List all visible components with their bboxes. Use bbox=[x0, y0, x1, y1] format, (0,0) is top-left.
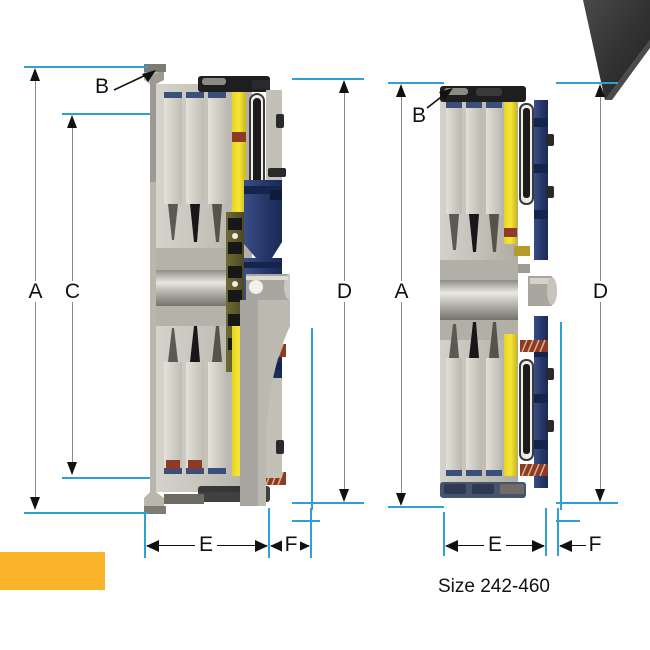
right-dim-F-label: F bbox=[586, 534, 604, 555]
right-dim-A-ext-bottom bbox=[388, 506, 444, 508]
left-dim-A-ext-bottom bbox=[24, 512, 149, 514]
left-dim-F-label: F bbox=[282, 534, 300, 555]
left-dim-C-ext-bottom bbox=[62, 477, 150, 479]
left-dim-A-ext-top bbox=[24, 66, 149, 68]
left-dim-E-arrow-right bbox=[255, 540, 268, 552]
right-dim-B-label: B bbox=[412, 104, 427, 127]
left-dim-A-arrow-top bbox=[30, 68, 40, 81]
right-dim-D-ext-top bbox=[556, 82, 618, 84]
left-dim-D-ext-bottom bbox=[292, 502, 364, 504]
left-dim-C-arrow-top bbox=[67, 115, 77, 128]
right-dim-E-arrow-right bbox=[532, 540, 545, 552]
left-assembly-artwork bbox=[140, 62, 290, 514]
left-dim-C-arrow-bottom bbox=[67, 462, 77, 475]
left-dim-F-ext-cap bbox=[292, 520, 320, 522]
right-dim-D-ext-vert bbox=[560, 322, 562, 510]
left-dim-C-ext-top bbox=[62, 113, 150, 115]
right-dim-A-label: A bbox=[391, 281, 412, 302]
size-label: Size 242-460 bbox=[438, 576, 550, 597]
left-dim-E-label: E bbox=[195, 534, 217, 555]
right-dim-F-arrow-left bbox=[559, 540, 572, 552]
left-dim-E-arrow-left bbox=[146, 540, 159, 552]
right-assembly-artwork bbox=[438, 78, 558, 510]
left-dim-F-arrow-left bbox=[270, 540, 283, 552]
left-dim-B-label: B bbox=[95, 75, 110, 98]
left-dim-D-ext-top bbox=[292, 78, 364, 80]
left-dim-B-leader bbox=[113, 70, 156, 91]
right-dim-A-arrow-bottom bbox=[396, 493, 406, 506]
left-dim-F-ext-right bbox=[310, 508, 312, 558]
left-dim-D-ext-vert bbox=[311, 328, 313, 510]
right-dim-B-leader bbox=[426, 88, 453, 109]
left-dim-D-label: D bbox=[334, 281, 355, 302]
dark-corner-wedge bbox=[575, 0, 650, 100]
right-dim-F-ext-left bbox=[557, 508, 559, 556]
right-dim-F-ext-cap bbox=[556, 520, 580, 522]
right-dim-D-ext-bottom bbox=[556, 502, 618, 504]
right-dim-A-arrow-top bbox=[396, 84, 406, 97]
left-dim-C-label: C bbox=[62, 281, 83, 302]
right-dim-E-arrow-left bbox=[445, 540, 458, 552]
right-dim-F-line bbox=[560, 545, 588, 546]
left-dim-E-ext-right bbox=[268, 508, 270, 558]
right-dim-D-arrow-bottom bbox=[595, 489, 605, 502]
orange-color-bar bbox=[0, 552, 105, 590]
right-dim-E-ext-right bbox=[545, 508, 547, 556]
right-dim-A-ext-top bbox=[388, 82, 444, 84]
right-dim-E-ext-left bbox=[443, 512, 445, 556]
left-dim-D-arrow-bottom bbox=[339, 489, 349, 502]
left-dim-F-arrow-right bbox=[297, 540, 310, 552]
left-dim-A-label: A bbox=[25, 281, 46, 302]
right-dim-D-label: D bbox=[590, 281, 611, 302]
right-dim-E-label: E bbox=[484, 534, 506, 555]
left-dim-A-arrow-bottom bbox=[30, 497, 40, 510]
left-dim-D-arrow-top bbox=[339, 80, 349, 93]
left-assembly-bracket bbox=[240, 300, 308, 516]
left-dim-E-ext-left bbox=[144, 514, 146, 558]
right-dim-D-arrow-top bbox=[595, 84, 605, 97]
